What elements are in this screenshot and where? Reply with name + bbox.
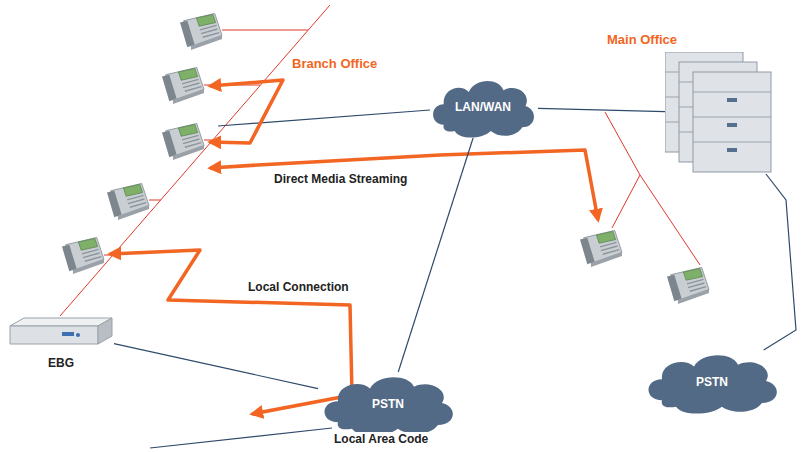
cloud-label: PSTN: [696, 375, 728, 389]
network-link: [398, 138, 473, 372]
area-label: Local Area Code: [332, 432, 430, 446]
network-link: [538, 108, 665, 111]
gateway-device: EBG: [8, 316, 114, 348]
cloud-shape: [649, 355, 777, 413]
network-link: [764, 174, 796, 350]
local-area-line: [150, 428, 332, 448]
device-outline: [8, 316, 114, 348]
network-cloud: PSTN: [318, 372, 458, 436]
main-phones: [580, 230, 709, 304]
path-label: Direct Media Streaming: [272, 172, 409, 186]
branch-wiring: [60, 5, 330, 316]
path-label: Local Connection: [246, 280, 351, 294]
network-cloud: LAN/WAN: [428, 76, 538, 138]
network-link: [114, 344, 318, 389]
server-stack: Main Office: [665, 52, 773, 174]
region-label: Branch Office: [290, 56, 379, 71]
node-label: Main Office: [607, 32, 677, 47]
media-paths: [110, 80, 598, 414]
cloud-shape: [433, 81, 534, 137]
cloud-label: PSTN: [372, 397, 404, 411]
servers-outline: [665, 52, 773, 174]
network-cloud: PSTN: [642, 350, 782, 414]
cloud-label: LAN/WAN: [455, 100, 511, 114]
node-label: EBG: [48, 356, 74, 370]
server-unit: [693, 72, 771, 172]
branch-phones: [62, 13, 222, 274]
cloud-shape: [325, 377, 453, 435]
branch-lan-line: [218, 110, 430, 126]
